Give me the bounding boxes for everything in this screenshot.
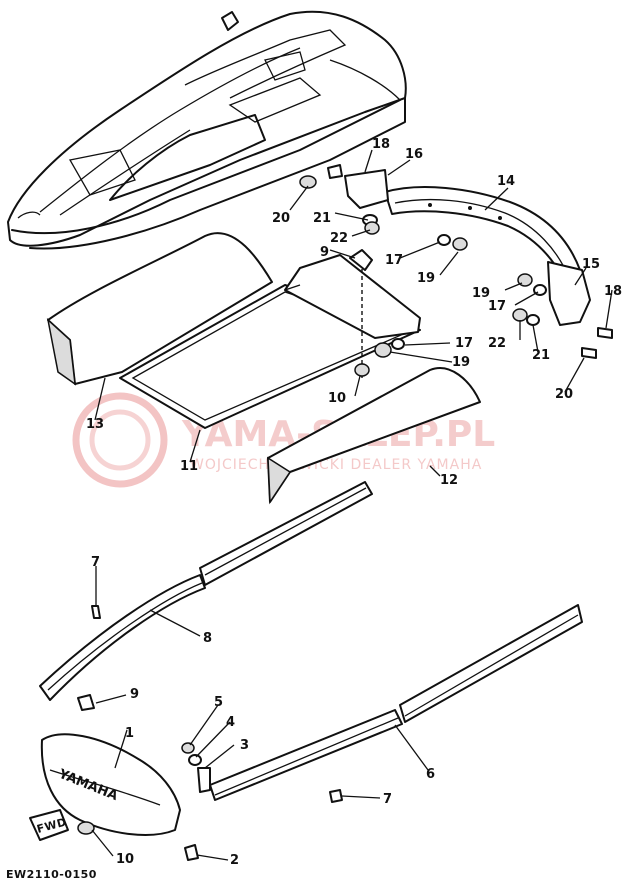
callout-13: 13: [86, 417, 104, 432]
part-13-side-cover: [46, 232, 273, 386]
callout-3: 3: [240, 738, 249, 753]
callout-6: 6: [426, 767, 435, 782]
callout-19b: 19: [472, 286, 490, 301]
callout-1: 1: [125, 726, 134, 741]
watermark-logo-icon: [72, 392, 168, 488]
callout-22: 22: [330, 231, 348, 246]
drawing-code: EW2110-0150: [6, 868, 97, 881]
parts-3-4-5: [181, 742, 343, 803]
callout-7b: 7: [383, 792, 392, 807]
part-1-bumper: YAMAHA FWD: [29, 694, 199, 861]
callout-4: 4: [226, 715, 235, 730]
callout-10: 10: [328, 391, 346, 406]
callout-17b: 17: [488, 299, 506, 314]
callout-9: 9: [320, 245, 329, 260]
callout-18: 18: [372, 137, 390, 152]
callout-7: 7: [91, 555, 100, 570]
callout-22b: 22: [488, 336, 506, 351]
callout-10b: 10: [116, 852, 134, 867]
callout-21b: 21: [532, 348, 550, 363]
part-12-side-cover: [267, 367, 481, 505]
leader-lines: [91, 149, 613, 861]
hardware: [299, 164, 613, 377]
callout-11: 11: [180, 459, 198, 474]
part-8-trim: [39, 481, 373, 701]
callout-15: 15: [582, 257, 600, 272]
callout-20: 20: [272, 211, 290, 226]
callouts: 18 16 14 20 21 22 9 17 19 15 18 19 17 22…: [86, 137, 622, 868]
callout-20b: 20: [555, 387, 573, 402]
watercraft-hull: [7, 10, 407, 250]
callout-18b: 18: [604, 284, 622, 299]
part-6-rail: [209, 604, 583, 801]
callout-14: 14: [497, 174, 515, 189]
callout-19c: 19: [452, 355, 470, 370]
watermark-tagline: WOJCIECH NOWICKI DEALER YAMAHA: [190, 457, 482, 473]
callout-21: 21: [313, 211, 331, 226]
callout-9b: 9: [130, 687, 139, 702]
callout-8: 8: [203, 631, 212, 646]
callout-17c: 17: [455, 336, 473, 351]
callout-12: 12: [440, 473, 458, 488]
callout-19: 19: [417, 271, 435, 286]
callout-5: 5: [214, 695, 223, 710]
callout-16: 16: [405, 147, 423, 162]
part-16-bracket: [344, 169, 389, 209]
callout-17: 17: [385, 253, 403, 268]
callout-2: 2: [230, 853, 239, 868]
